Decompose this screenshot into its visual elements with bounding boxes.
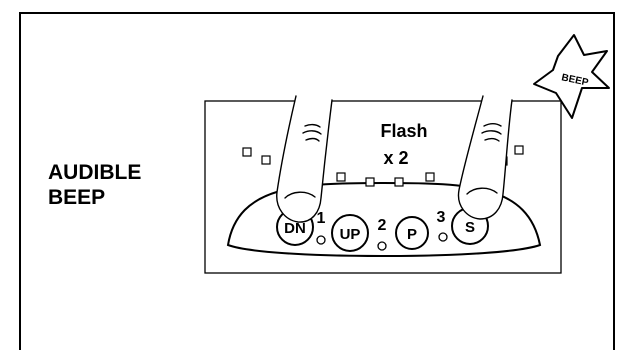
led-indicator xyxy=(425,172,435,182)
led-dot-1 xyxy=(316,235,326,245)
figure-frame xyxy=(19,12,615,350)
left-finger-icon xyxy=(276,95,333,223)
burst-star-shape xyxy=(533,34,610,119)
flash-text-line-1: Flash xyxy=(380,121,427,141)
led-number-3: 3 xyxy=(437,209,446,226)
up-button-label: UP xyxy=(340,226,361,243)
led-indicator xyxy=(261,155,271,165)
led-number-2: 2 xyxy=(378,217,387,234)
led-indicator xyxy=(336,172,346,182)
dn-button-label: DN xyxy=(284,220,306,237)
p-button[interactable]: P xyxy=(395,216,429,250)
beep-burst-icon: BEEP xyxy=(533,34,610,119)
p-button-label: P xyxy=(407,226,417,243)
led-indicator xyxy=(394,177,404,187)
keypad-panel xyxy=(204,100,562,274)
caption-line-2: BEEP xyxy=(48,186,106,209)
led-dot-2 xyxy=(377,241,387,251)
s-button-label: S xyxy=(465,219,475,236)
audible-beep-caption: AUDIBLE BEEP xyxy=(48,160,141,210)
up-button[interactable]: UP xyxy=(331,214,369,252)
caption-line-1: AUDIBLE xyxy=(48,161,142,184)
led-indicator xyxy=(365,177,375,187)
led-dot-3 xyxy=(438,232,448,242)
flash-text-line-2: x 2 xyxy=(383,148,408,168)
right-finger-icon xyxy=(457,95,513,220)
led-indicator xyxy=(242,147,252,157)
led-indicator xyxy=(514,145,524,155)
led-number-1: 1 xyxy=(317,210,326,227)
